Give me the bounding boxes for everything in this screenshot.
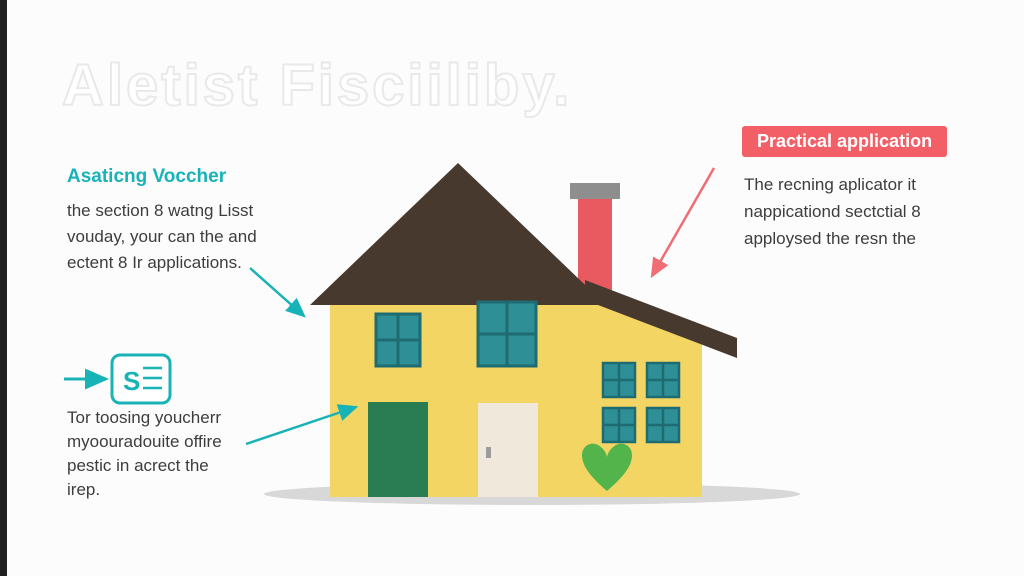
- annex-window-2: [645, 361, 681, 399]
- house-illustration: [310, 163, 737, 497]
- arrow-practical-to-roof: [650, 167, 716, 279]
- voucher-icon-letter: S: [123, 366, 140, 396]
- window-upper-left: [374, 312, 422, 368]
- voucher-text: Tor toosing youcherr myoouradouite offir…: [67, 408, 222, 499]
- arrow-voucher-to-door: [245, 404, 359, 446]
- door-handle: [486, 447, 491, 458]
- ghost-title: Aletist Fisciiliby.: [61, 52, 573, 119]
- main-roof: [310, 163, 606, 305]
- left-edge-bar: [0, 0, 7, 576]
- annex-roof: [585, 280, 737, 358]
- practical-badge: Practical application: [742, 126, 948, 157]
- practical-text: The recning aplicator it nappicationd se…: [744, 175, 921, 248]
- voucher-document-icon: S: [110, 353, 172, 405]
- voucher-icon-lines: [143, 366, 162, 390]
- window-upper-right: [476, 300, 538, 368]
- front-door-green: [368, 402, 428, 497]
- waiting-list-text: the section 8 watng Lisst vouday, your c…: [67, 201, 257, 272]
- heart-decoration: [582, 443, 632, 491]
- arrow-waiting-list-to-roof: [249, 267, 306, 318]
- annex-window-1: [601, 361, 637, 399]
- annex-window-3: [601, 406, 637, 444]
- chimney: [578, 197, 612, 295]
- annex-window-4: [645, 406, 681, 444]
- chimney-cap: [570, 183, 620, 199]
- waiting-list-heading: Asaticng Voccher: [67, 166, 227, 187]
